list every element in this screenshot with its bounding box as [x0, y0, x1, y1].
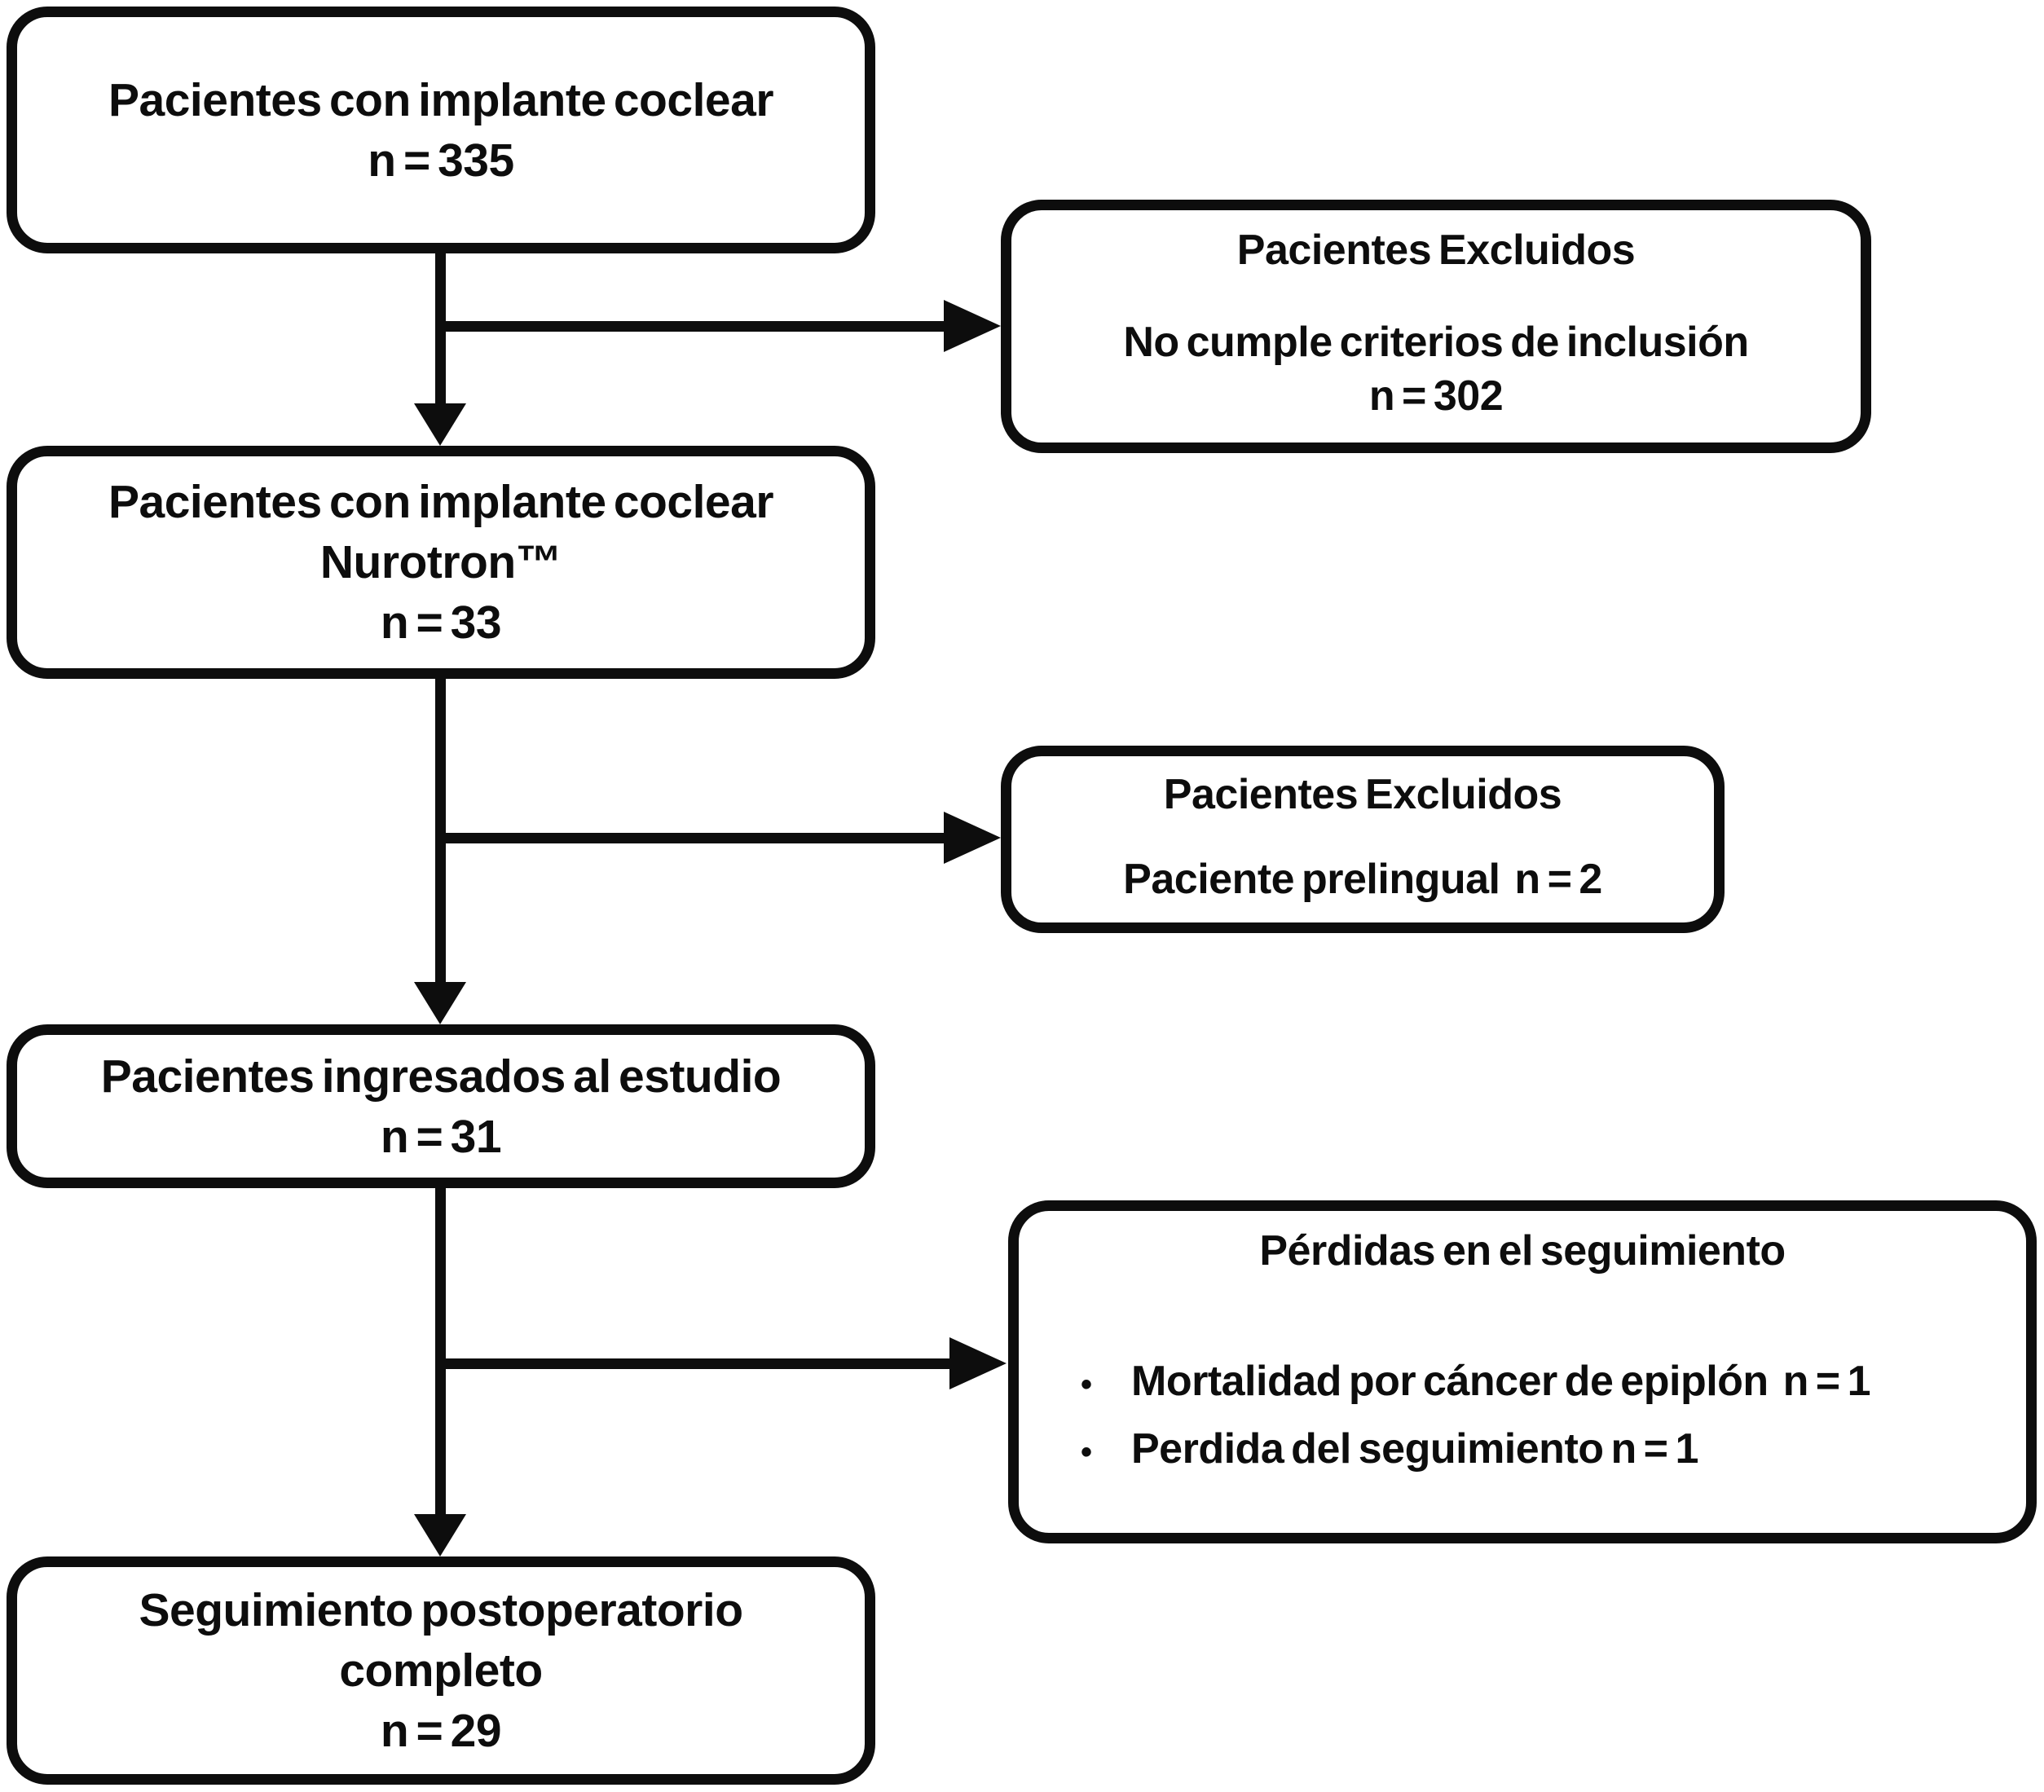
box-line: completo — [339, 1645, 543, 1697]
box-line: Pacientes con implante coclear — [108, 476, 774, 528]
arrow-right-icon — [949, 1337, 1007, 1389]
box-count: n = 335 — [368, 134, 514, 187]
flow-box-excluded-prelingual: Pacientes Excluidos Paciente prelingual … — [1001, 746, 1725, 933]
bullet-icon: • — [1081, 1367, 1092, 1402]
connector-line-branch-3 — [440, 1358, 949, 1369]
connector-line-vertical-2 — [435, 678, 446, 984]
arrow-down-icon — [414, 403, 466, 446]
box-line: No cumple criterios de inclusión — [1123, 319, 1749, 366]
box-line: Pacientes ingresados al estudio — [100, 1050, 782, 1103]
loss-list: • Mortalidad por cáncer de epiplón n = 1… — [1046, 1350, 1998, 1485]
box-title: Pacientes Excluidos — [1163, 771, 1562, 818]
box-title: Pacientes Excluidos — [1236, 227, 1636, 274]
loss-item: • Perdida del seguimiento n = 1 — [1081, 1417, 1998, 1485]
flow-box-followup-losses: Pérdidas en el seguimiento • Mortalidad … — [1008, 1200, 2037, 1543]
loss-item-text: Mortalidad por cáncer de epiplón n = 1 — [1131, 1358, 1871, 1405]
flow-box-nurotron-patients: Pacientes con implante coclear Nurotron™… — [7, 446, 875, 679]
box-line: Seguimiento postoperatorio — [139, 1584, 743, 1636]
connector-line-vertical-3 — [435, 1187, 446, 1517]
arrow-down-icon — [414, 982, 466, 1024]
bullet-icon: • — [1081, 1434, 1092, 1470]
connector-line-branch-1 — [440, 321, 944, 332]
box-count: n = 33 — [380, 597, 502, 649]
box-count: n = 29 — [380, 1705, 502, 1757]
box-line: Paciente prelingual n = 2 — [1123, 856, 1602, 903]
loss-item-text: Perdida del seguimiento n = 1 — [1131, 1425, 1698, 1473]
flow-box-complete-followup: Seguimiento postoperatorio completo n = … — [7, 1556, 875, 1785]
connector-line-branch-2 — [440, 833, 944, 843]
loss-item: • Mortalidad por cáncer de epiplón n = 1 — [1081, 1350, 1998, 1417]
box-line: Nurotron™ — [319, 536, 562, 588]
box-count: n = 302 — [1368, 372, 1504, 420]
box-count: n = 31 — [380, 1110, 502, 1163]
arrow-right-icon — [944, 812, 1001, 864]
box-line: Pacientes con implante coclear — [108, 73, 774, 126]
arrow-right-icon — [944, 300, 1001, 352]
box-title: Pérdidas en el seguimiento — [1259, 1227, 1786, 1275]
flow-box-cochlear-patients: Pacientes con implante coclear n = 335 — [7, 7, 875, 253]
flow-box-excluded-criteria: Pacientes Excluidos No cumple criterios … — [1001, 200, 1871, 453]
arrow-down-icon — [414, 1514, 466, 1556]
flow-box-enrolled-patients: Pacientes ingresados al estudio n = 31 — [7, 1024, 875, 1188]
